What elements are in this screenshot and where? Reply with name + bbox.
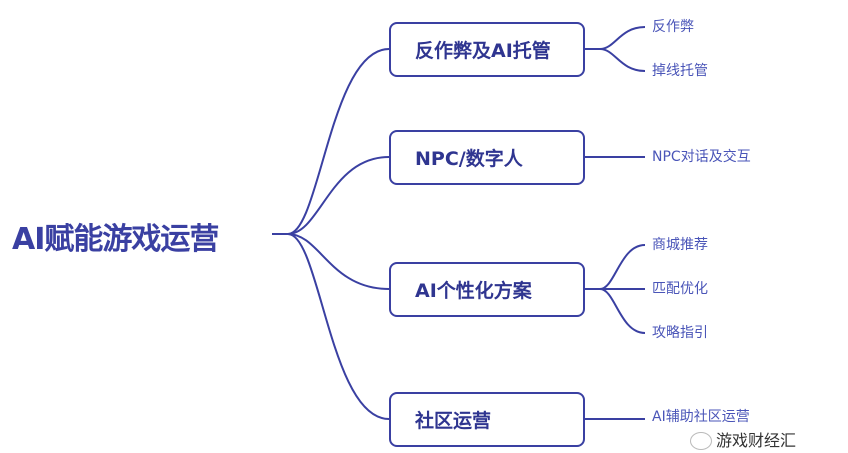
leaf-connector bbox=[599, 48, 646, 72]
branch-personalization[interactable]: AI个性化方案 bbox=[389, 262, 585, 317]
watermark-text: 游戏财经汇 bbox=[716, 431, 797, 450]
watermark: 游戏财经汇 bbox=[690, 431, 796, 451]
wechat-icon bbox=[690, 432, 712, 450]
leaf-connector bbox=[599, 288, 646, 334]
branch-community[interactable]: 社区运营 bbox=[389, 392, 585, 447]
branch-connector bbox=[287, 233, 390, 420]
leaf-item[interactable]: 匹配优化 bbox=[652, 281, 708, 297]
root-topic[interactable]: AI赋能游戏运营 bbox=[12, 222, 219, 257]
leaf-connector bbox=[584, 26, 646, 50]
branch-connector bbox=[287, 156, 390, 235]
branch-connector bbox=[287, 233, 390, 290]
branch-anticheat[interactable]: 反作弊及AI托管 bbox=[389, 22, 585, 77]
leaf-item[interactable]: 反作弊 bbox=[652, 19, 694, 35]
branch-connector bbox=[287, 48, 390, 235]
leaf-item[interactable]: AI辅助社区运营 bbox=[652, 409, 750, 425]
leaf-item[interactable]: 掉线托管 bbox=[652, 63, 708, 79]
leaf-item[interactable]: 攻略指引 bbox=[652, 325, 708, 341]
branch-npc[interactable]: NPC/数字人 bbox=[389, 130, 585, 185]
leaf-item[interactable]: NPC对话及交互 bbox=[652, 149, 751, 165]
leaf-item[interactable]: 商城推荐 bbox=[652, 237, 708, 253]
leaf-connector bbox=[584, 244, 646, 290]
